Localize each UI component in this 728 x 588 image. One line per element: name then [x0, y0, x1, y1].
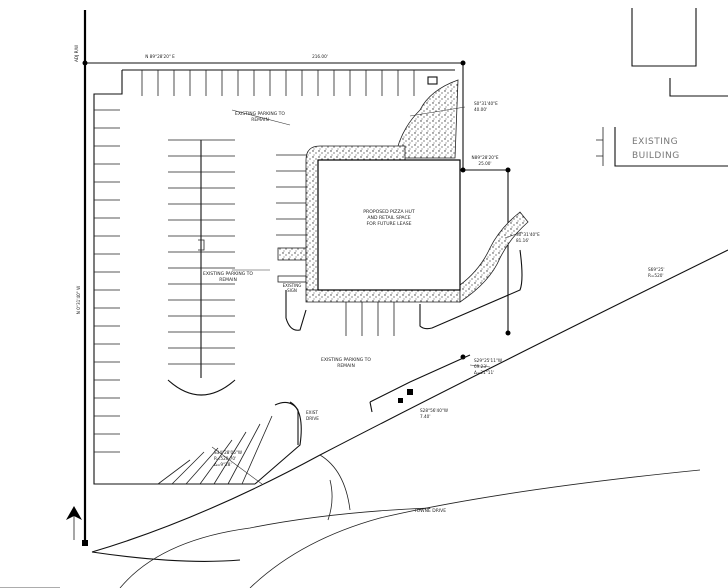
existing-building-label-1: EXISTING — [632, 137, 678, 147]
bearing-north-top: N 89°28'20" E — [145, 54, 175, 59]
leader-lines — [211, 106, 523, 485]
existing-building-label-2: BUILDING — [632, 151, 680, 161]
bearing-far-east-2: R=520' — [648, 273, 664, 278]
parking-lot-outline — [93, 69, 455, 485]
parking-stripes-south — [345, 302, 395, 336]
proposed-building-label-3: FOR FUTURE LEASE — [366, 221, 411, 227]
label-parking-north-1: EXISTING PARKING TO — [235, 111, 285, 117]
bearing-curve-sw-1: S34°28'05"W — [214, 450, 242, 455]
bearing-building-corner-1: N89°28'20"E — [472, 155, 499, 160]
north-arrow-icon — [66, 506, 82, 540]
parking-stripes-west — [94, 109, 120, 453]
proposed-building-label-1: PROPOSED PIZZA HUT — [363, 209, 415, 215]
parking-stripes-center — [167, 139, 236, 396]
label-drive-entry-1: EXIST — [306, 410, 318, 415]
bearing-west-top: ADJ R/W — [74, 45, 79, 62]
bearing-curve-sw-2: R=520.70' — [214, 456, 236, 461]
road-towne-drive — [0, 249, 728, 588]
proposed-building: PROPOSED PIZZA HUT AND RETAIL SPACE FOR … — [317, 159, 461, 291]
bearing-ne-corner-2: 40.00' — [474, 107, 487, 112]
bearing-ne-corner-1: S0°31'40"E — [474, 101, 498, 106]
bearing-far-east-1: S69°25' — [648, 267, 665, 272]
label-parking-north-2: REMAIN — [251, 117, 269, 123]
property-line — [82, 10, 511, 546]
parking-stripes-north — [141, 70, 438, 96]
existing-building: EXISTING BUILDING — [596, 8, 728, 167]
bearing-building-corner-2: 25.00' — [478, 161, 491, 166]
label-street: TOWNE DRIVE — [413, 508, 446, 514]
curb-islands — [274, 249, 523, 445]
label-parking-south-2: REMAIN — [337, 363, 355, 369]
sidewalk-south — [305, 289, 461, 303]
proposed-building-label-2: AND RETAIL SPACE — [367, 215, 410, 221]
bearing-east-mid-1: S0°31'40"E — [516, 232, 540, 237]
parking-stripes-building-west — [276, 154, 308, 283]
label-existing-sign-1: EXISTING — [283, 283, 302, 288]
label-existing-sign-2: SIGN — [287, 288, 297, 293]
bearing-south-mid-2: 7.40' — [420, 414, 430, 419]
label-parking-south-1: EXISTING PARKING TO — [321, 357, 371, 363]
sidewalk-ramp-east — [459, 211, 529, 303]
bearing-southeast-1: S29°25'11"W — [474, 358, 502, 363]
label-parking-west-2: REMAIN — [219, 277, 237, 283]
bearing-west-side: N 0°31'40" W — [76, 286, 81, 314]
bearing-east-mid-2: 81.16' — [516, 238, 529, 243]
label-drive-entry-2: DRIVE — [306, 416, 319, 421]
bearing-southeast-2: 69.23' — [474, 364, 487, 369]
annotation-labels: EXISTING PARKING TO REMAIN EXISTING PARK… — [74, 45, 665, 514]
bearing-southeast-3: Δ=21°11' — [474, 370, 494, 375]
parking-stripes-diagonal — [157, 401, 302, 485]
bearing-north-top-dist: 216.00' — [312, 54, 328, 59]
bearing-curve-sw-3: Δ=9°28' — [214, 462, 232, 467]
label-parking-west-1: EXISTING PARKING TO — [203, 271, 253, 277]
sign-markers — [398, 389, 413, 403]
bearing-south-mid-1: S28°56'40"W — [420, 408, 448, 413]
